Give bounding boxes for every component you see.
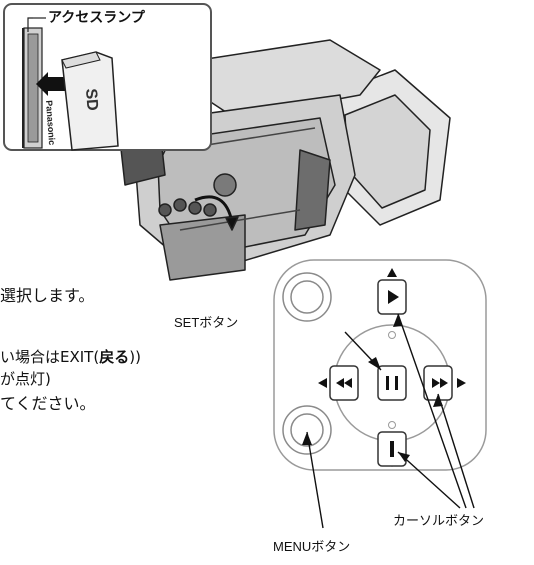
sd-card-brand-text: Panasonic: [44, 99, 58, 146]
set-button-label: SETボタン: [174, 315, 239, 330]
instruction-line-2-suffix: )): [129, 348, 141, 366]
sd-card: [61, 51, 119, 151]
instruction-line-3: が点灯): [0, 370, 51, 388]
instruction-line-4: てください。: [0, 394, 96, 413]
access-lamp-label: アクセスランプ: [48, 10, 145, 26]
cursor-buttons-label: カーソルボタン: [393, 513, 485, 528]
card-slot: [22, 27, 43, 149]
instruction-line-2: い場合はEXIT(戻る)): [0, 350, 141, 365]
instruction-line-1: 選択します。: [0, 286, 95, 305]
instruction-line-2-bold: 戻る: [99, 348, 130, 366]
insert-arrow: [36, 72, 66, 96]
menu-button-label: MENUボタン: [273, 539, 351, 554]
sd-card-logo-text: SD: [82, 87, 101, 112]
instruction-line-2-prefix: い場合はEXIT(: [0, 348, 100, 366]
